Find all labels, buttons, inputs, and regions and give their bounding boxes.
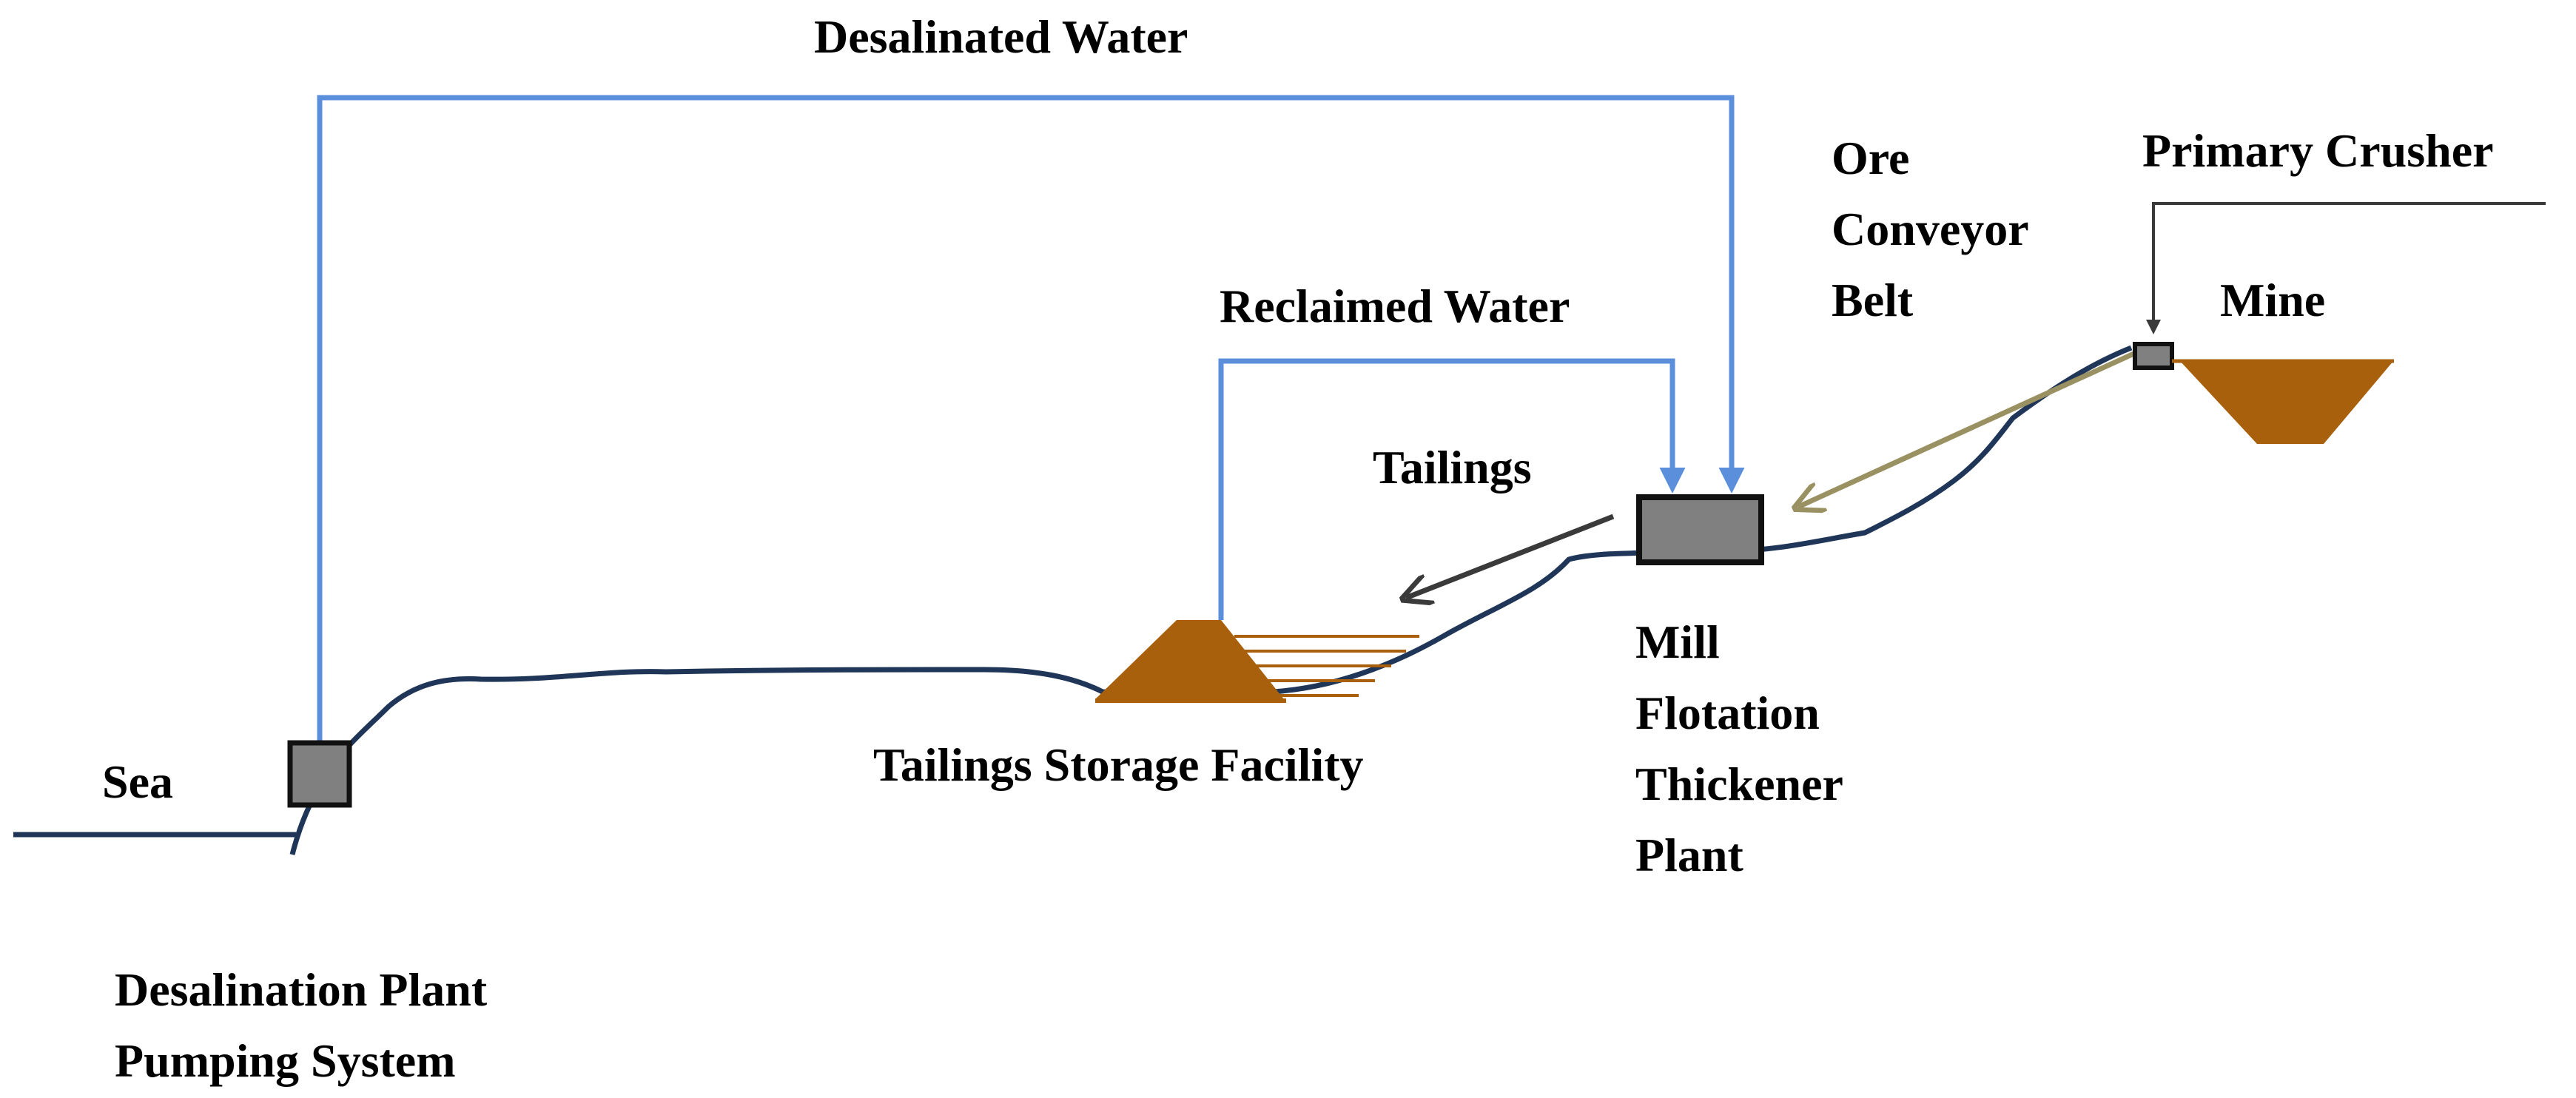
label-primary-crusher: Primary Crusher [2142,124,2494,177]
label-ore-line-3: Belt [1832,274,1914,326]
primary-crusher-pointer [2146,202,2546,334]
primary-crusher-box [2133,342,2174,370]
label-mill-line-4: Plant [1635,829,1743,881]
reclaimed-water-pipe [1218,358,1686,620]
ore-conveyor-arrow [1798,348,2140,507]
tailings-layers [1234,635,1419,697]
label-sea: Sea [102,755,173,808]
desalination-plant-box [287,740,352,808]
tailings-arrow [1406,513,1615,598]
label-mill-line-1: Mill [1635,616,1720,668]
mine-pit [2179,360,2394,444]
label-mill-line-3: Thickener [1635,758,1843,810]
label-ore-line-2: Conveyor [1832,203,2029,255]
label-mill-line-2: Flotation [1635,687,1820,739]
desalinated-water-pipe [317,95,1745,746]
label-desal-line-2: Pumping System [115,1034,456,1087]
label-desalination-plant: Desalination Plant Pumping System [115,954,487,1097]
label-tailings-storage-facility: Tailings Storage Facility [873,738,1364,791]
label-reclaimed-water: Reclaimed Water [1220,280,1570,332]
tailings-pile [1095,620,1284,699]
label-mine: Mine [2220,274,2326,326]
label-desalinated-water: Desalinated Water [814,10,1188,63]
label-ore-conveyor-belt: Ore Conveyor Belt [1832,123,2029,336]
label-desal-line-1: Desalination Plant [115,963,488,1016]
label-tailings: Tailings [1373,441,1532,494]
label-mill-plant: Mill Flotation Thickener Plant [1635,607,1843,891]
mill-plant-box [1636,494,1764,565]
label-ore-line-1: Ore [1832,132,1910,184]
